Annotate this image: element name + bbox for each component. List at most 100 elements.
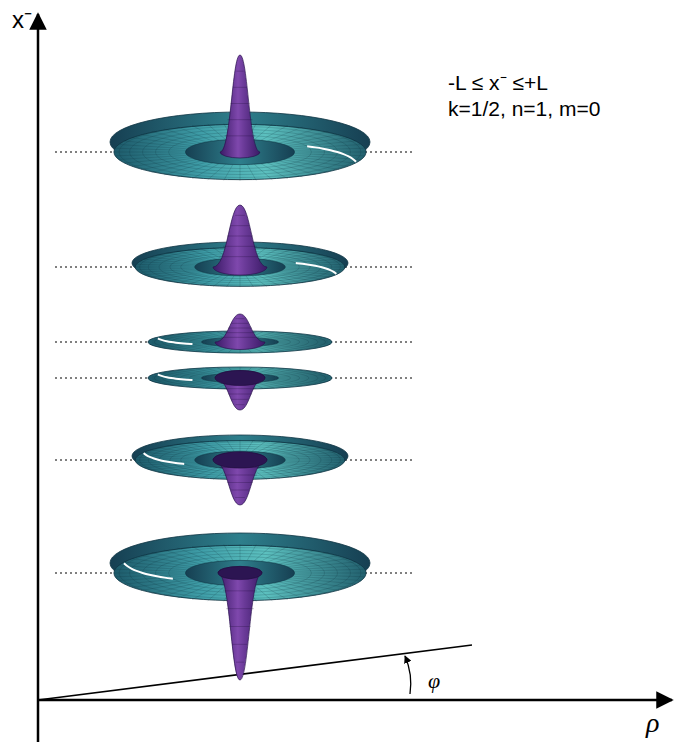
mesh-line [177,444,213,453]
mesh-line [227,482,253,483]
mesh-line [208,124,226,140]
mesh-line [284,455,340,458]
mesh-line [164,550,207,563]
mesh-line [261,164,288,179]
mesh-line [236,662,244,663]
mesh-line [254,585,272,601]
mesh-line [119,576,187,580]
mesh-line [164,129,207,142]
axis-label: ρ [646,707,659,739]
mesh-line [115,573,185,574]
mesh-line [144,270,198,274]
vertical-axis [37,14,40,742]
wave-surface [132,435,348,505]
mesh-line [141,581,197,591]
mesh-line [228,328,252,329]
wave-surface [148,314,332,353]
mesh-line [247,544,256,560]
dip-opening [218,566,262,579]
mesh-line [273,162,316,175]
mesh-line [257,275,279,285]
mesh-line [125,157,190,163]
central-dip [218,566,262,680]
mesh-line [227,236,253,237]
mesh-line [240,165,241,181]
parameter-note: k=1/2, n=1, m=0 [448,97,600,121]
mesh-line [254,164,272,180]
mesh-line [273,583,316,596]
mesh-line [231,225,249,226]
surfaces [110,55,370,680]
mesh-line [141,555,197,565]
mesh-line [290,141,355,147]
mesh-line [247,164,256,180]
mesh-line [116,154,186,156]
mesh-line [284,462,340,465]
mesh-line [136,460,194,461]
mesh-line [290,562,355,568]
axes [37,14,672,742]
mesh-line [235,215,245,216]
mesh-line [236,318,245,319]
azimuth-line [38,645,472,700]
mesh-line [223,590,257,591]
mesh-line [257,468,279,478]
mesh-line [232,399,249,400]
mesh-line [246,276,254,287]
mesh-line [144,463,198,467]
mesh-line [224,388,255,389]
mesh-line [141,160,197,170]
mesh-line [221,337,259,338]
mesh-line [140,269,196,272]
mesh-line [282,259,336,263]
mesh-line [293,566,361,570]
central-peak [213,205,267,275]
mesh-line [295,573,365,574]
mesh-line [293,145,361,149]
mesh-line [268,467,304,476]
mesh-line [240,440,241,451]
mesh-line [268,274,304,283]
wave-surface [132,205,348,287]
mesh-line [152,340,201,342]
mesh-line [285,267,343,268]
mesh-line [283,581,339,591]
mesh-line [224,544,233,560]
mesh-line [252,441,267,452]
mesh-line [285,457,343,458]
mesh-line [279,378,329,379]
mesh-line [261,585,288,600]
mesh-line [206,332,225,337]
mesh-line [246,440,254,451]
range-note: -L ≤ x⁻ ≤+L [448,68,548,96]
mesh-line [295,152,365,153]
mesh-line [177,251,213,260]
mesh-line [224,164,233,180]
central-dip [213,452,267,505]
mesh-line [136,267,194,268]
angle-arrow [405,656,411,694]
mesh-line [213,276,228,287]
mesh-line [254,124,272,140]
mesh-line [278,376,327,378]
highlight-curve [124,563,173,578]
mesh-line [119,155,187,159]
mesh-line [116,148,186,150]
mesh-line [294,575,364,577]
mesh-line [283,555,339,565]
mesh-line [283,134,339,144]
central-peak [220,55,260,158]
mesh-line [283,160,339,170]
mesh-line [141,134,197,144]
mesh-line [137,268,195,269]
mesh-line [240,276,241,287]
mesh-line [164,583,207,596]
mesh-line [273,550,316,563]
mesh-line [235,497,245,498]
mesh-line [285,461,343,462]
mesh-line [273,129,316,142]
mesh-line [219,256,260,257]
mesh-line [278,340,327,342]
mesh-line [137,457,195,458]
mesh-line [232,323,249,324]
